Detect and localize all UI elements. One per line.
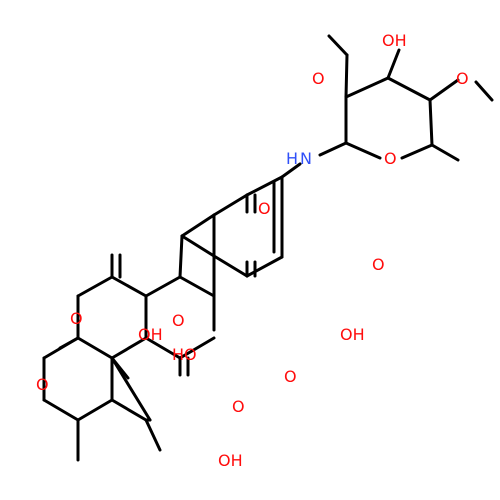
atom-labels: OH O O O N H O O O OH OH HO O O OH O O	[36, 31, 469, 470]
o-sugar-right-label: O	[456, 69, 469, 88]
o-keto-low-label: O	[284, 367, 297, 386]
o-quinone-right-label: O	[372, 255, 385, 274]
o-ester-label: O	[36, 375, 49, 394]
nh-label-n: N	[300, 149, 312, 168]
oh-bottom-label: OH	[218, 451, 243, 470]
o-keto-mid-label: O	[172, 311, 185, 330]
o-ring-label: O	[384, 149, 397, 168]
bonds	[42, 34, 494, 462]
oh-center-label: HO	[172, 345, 197, 364]
oh-left-label: OH	[138, 325, 163, 344]
o-quinone-top-label: O	[258, 199, 271, 218]
oh-mid-label: OH	[340, 325, 365, 344]
nh-label-h: H	[286, 149, 298, 168]
o-methoxy-label: O	[232, 397, 245, 416]
o-ester-carbonyl-label: O	[70, 309, 83, 328]
oh-sugar-label: OH	[382, 31, 407, 50]
o-sugar-left-label: O	[312, 69, 325, 88]
